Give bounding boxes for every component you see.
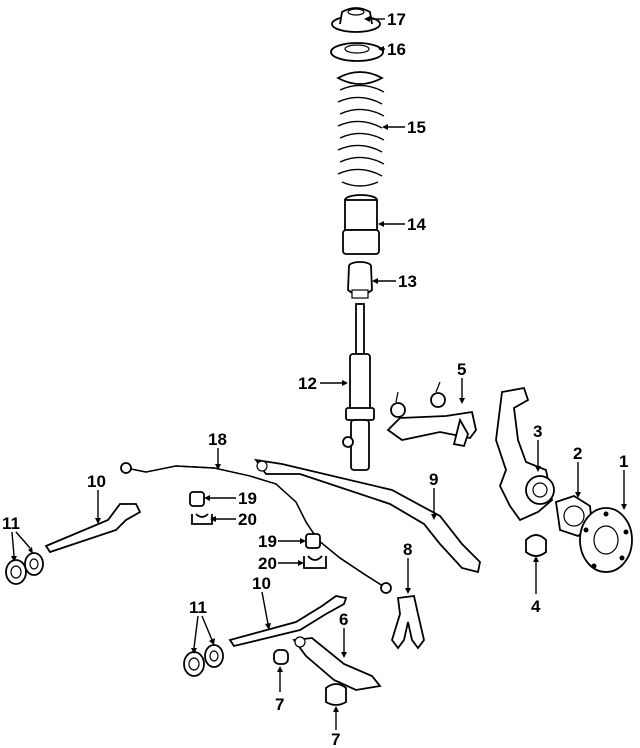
callout-19-upper: 19: [238, 489, 257, 508]
stabilizer-bar-part: [120, 462, 392, 594]
callout-1: 1: [619, 452, 628, 471]
damper-fork-part: [391, 595, 425, 650]
callout-10-upper: 10: [87, 472, 106, 491]
upper-mount-part: [331, 7, 381, 33]
dust-boot-part: [342, 194, 380, 255]
callout-20-upper: 20: [238, 510, 257, 529]
coil-spring-part: [336, 71, 385, 187]
callout-15: 15: [407, 118, 426, 137]
stabilizer-bushing-part: [189, 491, 205, 507]
callout-10-lower: 10: [252, 574, 271, 593]
upper-control-arm-part: [386, 381, 477, 448]
callout-16: 16: [387, 40, 406, 59]
ball-joint-part: [525, 534, 547, 557]
callout-6: 6: [339, 610, 348, 629]
bump-stop-part: [347, 261, 373, 299]
bushing-bracket-part: [191, 513, 213, 525]
callout-12: 12: [298, 374, 317, 393]
callout-4: 4: [531, 597, 541, 616]
callout-3: 3: [533, 422, 542, 441]
callout-2: 2: [573, 444, 582, 463]
arm-bushing-part: [24, 552, 44, 576]
strut-shock-part: [342, 303, 375, 471]
steering-knuckle-part: [495, 386, 555, 522]
compensator-arm-part: [228, 595, 348, 648]
compensator-arm-part: [44, 503, 142, 554]
callout-5: 5: [457, 360, 466, 379]
leader-lines: [11, 16, 627, 730]
wheel-hub-part: [579, 507, 633, 573]
spring-seat-part: [330, 42, 384, 62]
callout-14: 14: [407, 215, 426, 234]
radius-rod-part: [254, 458, 481, 574]
callout-11-upper: 11: [2, 514, 20, 533]
callout-20-lower: 20: [258, 554, 277, 573]
lower-arm-bushing-part: [325, 683, 347, 706]
callout-19-lower: 19: [258, 532, 277, 551]
arm-bushing-part: [5, 559, 27, 585]
callout-17: 17: [387, 10, 406, 29]
lower-control-arm-part: [292, 636, 382, 691]
callout-8: 8: [403, 540, 412, 559]
bushing-bracket-part: [303, 555, 327, 569]
lower-arm-bushing-part: [273, 649, 289, 665]
callout-9: 9: [429, 470, 438, 489]
callout-13: 13: [398, 272, 417, 291]
stabilizer-bushing-part: [305, 533, 321, 549]
arm-bushing-part: [204, 644, 224, 668]
callout-18: 18: [208, 430, 227, 449]
arm-bushing-part: [183, 651, 205, 677]
callout-7-lower: 7: [331, 730, 340, 748]
callout-11-lower: 11: [189, 598, 207, 617]
callout-7-upper: 7: [275, 695, 284, 714]
